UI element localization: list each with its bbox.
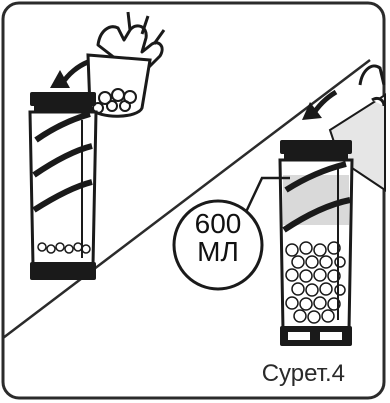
ice-cubes-icon [88, 55, 150, 116]
right-step [174, 66, 385, 346]
right-bottle [280, 140, 352, 346]
volume-label: 600 МЛ [170, 210, 266, 284]
figure-caption: Сурет.4 [205, 360, 345, 394]
left-step [30, 12, 164, 280]
left-bottle [30, 92, 96, 280]
volume-amount: 600 [170, 210, 266, 238]
right-hand-icon [360, 66, 384, 106]
volume-unit: МЛ [170, 238, 266, 266]
